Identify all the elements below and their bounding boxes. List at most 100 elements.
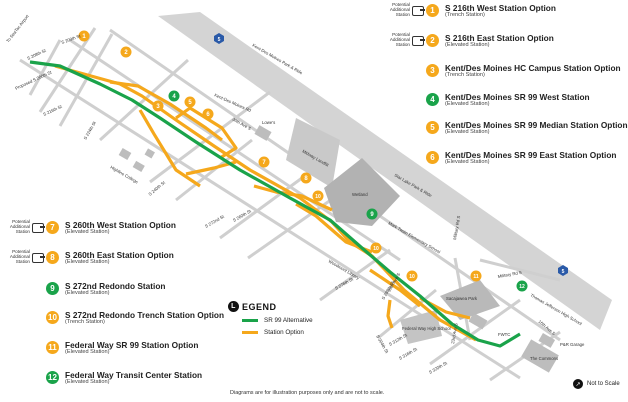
map-station-10a (312, 190, 324, 202)
station-number-badge: 5 (426, 121, 439, 134)
map-legend: L EGEND SR 99 Alternative Station Option (228, 301, 353, 336)
station-number-badge: 12 (46, 371, 59, 384)
svg-text:11: 11 (473, 274, 479, 280)
street-grid (19, 27, 561, 382)
label-military-rd: Military Rd S (452, 215, 461, 240)
station-title: S 216th West Station Option (445, 3, 556, 13)
pr-garage-building (538, 333, 556, 348)
svg-text:10: 10 (409, 274, 415, 280)
station-title: S 272nd Redondo Trench Station Option (65, 310, 225, 320)
pointing-hand-icon (32, 223, 45, 233)
station-subtitle: (Trench Station) (445, 71, 485, 78)
scale-label: Not to Scale (587, 381, 620, 387)
label-s208th: S 208th St (26, 48, 47, 61)
svg-text:3: 3 (156, 104, 160, 110)
map-station-5 (184, 96, 196, 108)
station-number-badge: 9 (46, 282, 59, 295)
highline-college-building (132, 160, 145, 172)
the-commons-building (521, 339, 559, 373)
scale-note: ↗ Not to Scale (573, 379, 620, 389)
map-station-9 (366, 208, 378, 220)
label-s276th: S 276th St (334, 276, 355, 291)
station-title: S 260th East Station Option (65, 250, 174, 260)
label-s272nd: S 272nd St (204, 214, 226, 229)
station-number-badge: 11 (46, 341, 59, 354)
highline-college-building (144, 148, 155, 159)
label-sacajawea: Sacajawea Park (446, 296, 478, 301)
station-subtitle: (Elevated Station) (65, 228, 110, 235)
map-station-2 (120, 46, 132, 58)
label-federal-way-hs: Federal Way High School (402, 326, 451, 331)
potential-station-label: Potential Additional Station (9, 219, 30, 234)
label-mark-twain: Mark Twain Elementary School (388, 221, 442, 255)
svg-text:1: 1 (82, 34, 86, 40)
pointing-hand-icon (32, 253, 45, 263)
station-number-badge: 10 (46, 311, 59, 324)
map-station-3 (152, 100, 164, 112)
label-woodmont: Woodmont Library (328, 259, 362, 281)
label-23rd-ave: 23rd Ave S (450, 323, 459, 345)
label-kdm-rd: Kent-Des Moines Rd (214, 92, 253, 113)
federal-way-hs-area (400, 310, 442, 344)
landmark-areas (118, 125, 559, 373)
station-number-badge: 2 (426, 34, 439, 47)
svg-text:5: 5 (218, 37, 221, 43)
station-title: Kent/Des Moines SR 99 West Station (445, 92, 590, 102)
station-subtitle: (Elevated Station) (65, 258, 110, 265)
i5-shield-south (558, 265, 568, 276)
legend-station-8: 8 S 260th East Station Option(Elevated St… (46, 251, 174, 266)
map-station-7 (258, 156, 270, 168)
station-title: Federal Way Transit Center Station (65, 370, 203, 380)
i5-shield-north (214, 33, 224, 44)
station-number-badge: 8 (46, 251, 59, 264)
label-s200th: S 200th St (61, 33, 82, 45)
legend-title: EGEND (242, 301, 277, 312)
station-title: S 260th West Station Option (65, 220, 176, 230)
map-station-11 (470, 270, 482, 282)
lowes-building (254, 125, 272, 141)
north-arrow-icon: ↗ (573, 379, 583, 389)
map-station-12 (516, 280, 528, 292)
station-number-badge: 3 (426, 64, 439, 77)
fwtc-building (468, 312, 488, 330)
station-number-badge: 1 (426, 4, 439, 17)
map-station-10b (406, 270, 418, 282)
label-s224th: S 224th St (83, 120, 98, 141)
pointing-hand-icon (412, 36, 425, 46)
map-station-1 (78, 30, 90, 42)
station-subtitle: (Elevated Station) (65, 289, 110, 296)
station-option-swatch (242, 331, 258, 334)
station-subtitle: (Elevated Station) (445, 41, 490, 48)
pointing-hand-icon (412, 6, 425, 16)
legend-item-station-option: Station Option (242, 329, 353, 336)
legend-item-sr99: SR 99 Alternative (242, 317, 353, 324)
station-subtitle: (Elevated Station) (445, 158, 490, 165)
station-number-badge: 4 (426, 93, 439, 106)
svg-text:6: 6 (206, 112, 210, 118)
interstate-shields: 5 5 (214, 33, 568, 276)
potential-station-label: Potential Additional Station (389, 2, 410, 17)
svg-text:2: 2 (124, 50, 128, 56)
station-markers: 1 2 3 4 5 6 7 8 10 9 10 10 11 12 (78, 30, 528, 292)
highline-college-building (118, 148, 132, 160)
svg-text:4: 4 (172, 94, 176, 100)
svg-text:8: 8 (304, 176, 308, 182)
svg-text:12: 12 (519, 284, 525, 290)
legend-badge: L (228, 301, 239, 312)
map-station-4 (168, 90, 180, 102)
midway-landfill-area (286, 118, 340, 188)
station-title: Federal Way SR 99 Station Option (65, 340, 199, 350)
map-station-6 (202, 108, 214, 120)
label-s316th: S 316th St (398, 346, 419, 361)
